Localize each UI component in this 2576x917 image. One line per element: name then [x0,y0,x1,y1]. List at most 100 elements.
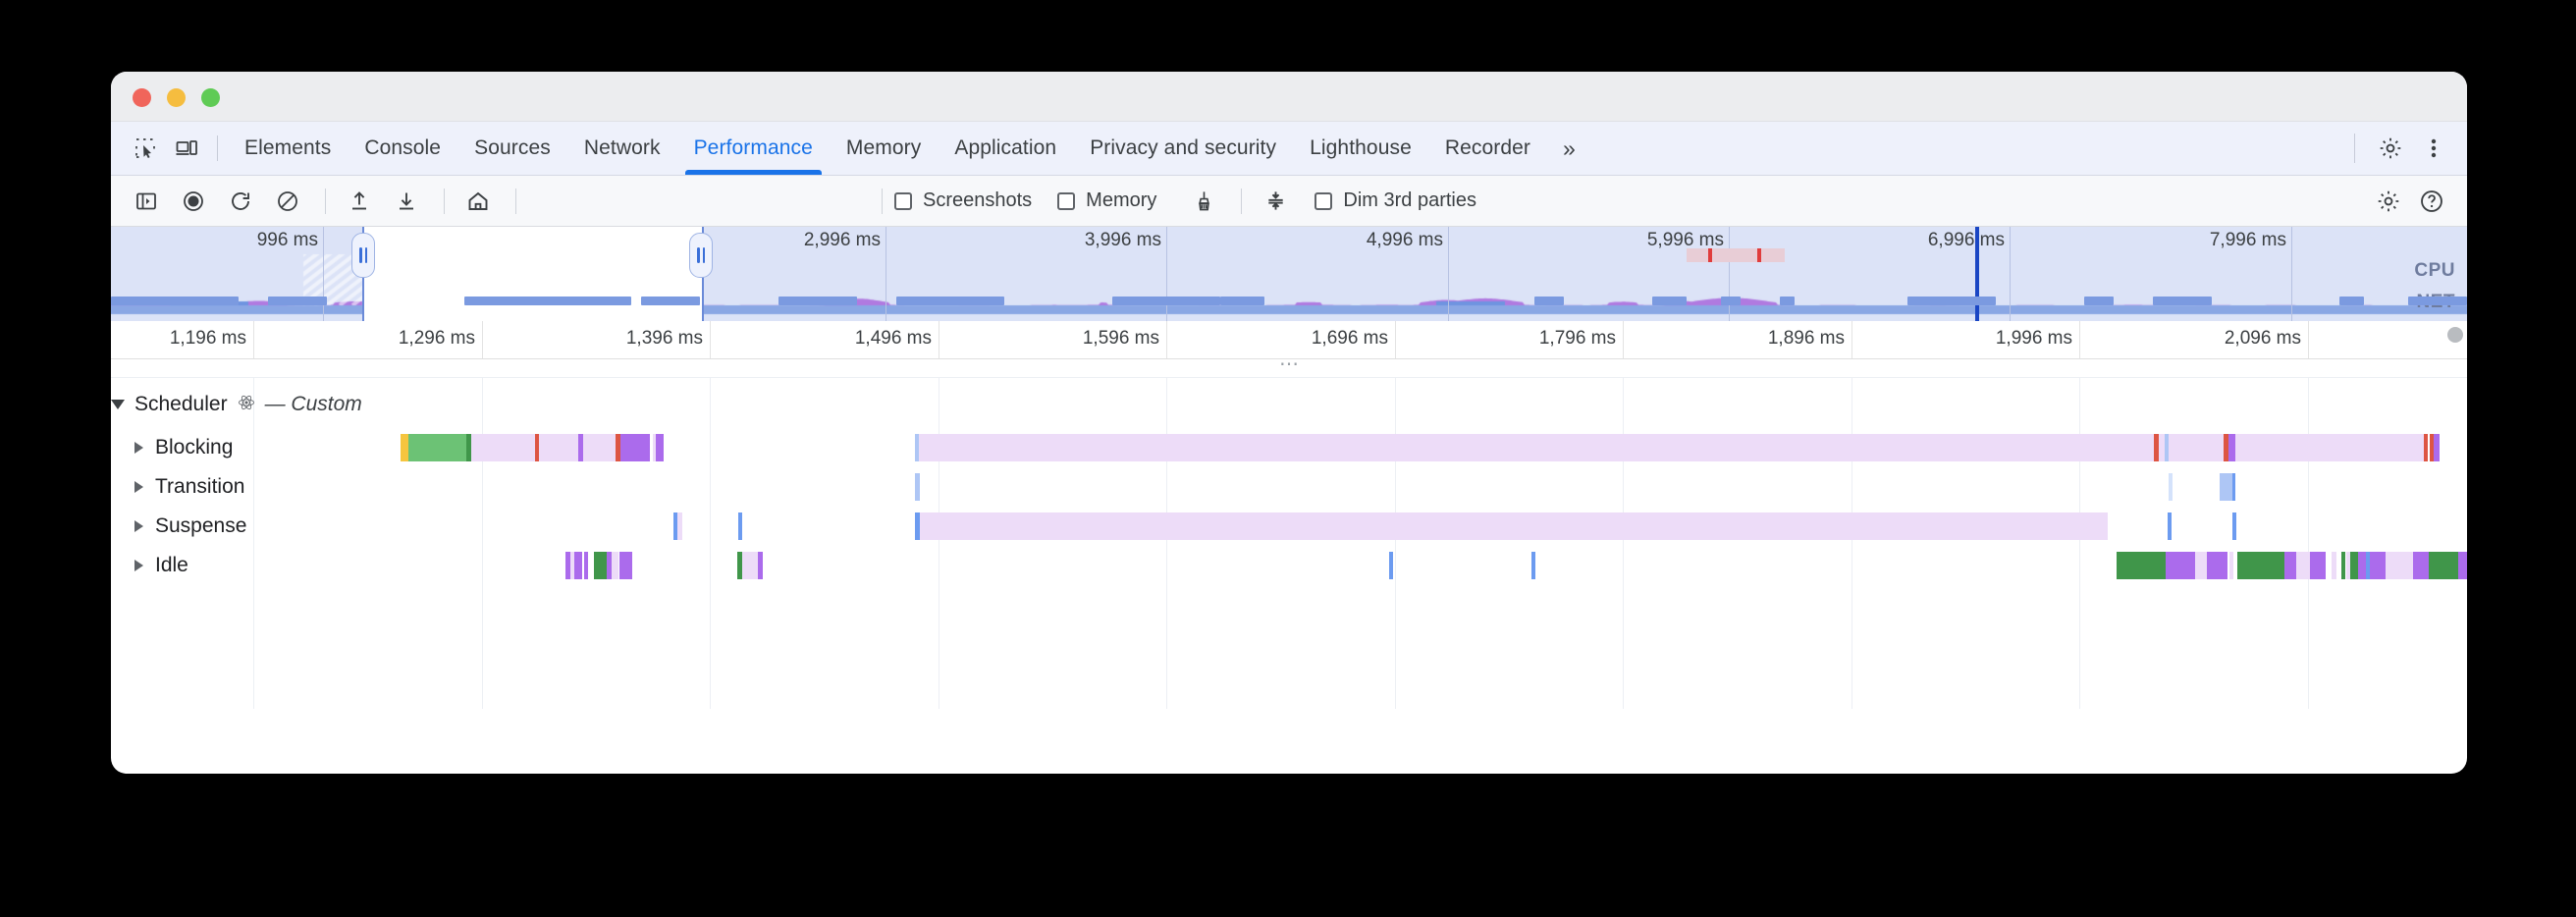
flamechart-event[interactable] [2229,552,2233,579]
kebab-menu-icon[interactable] [2412,127,2455,170]
flamechart-event[interactable] [2220,473,2232,501]
flamechart-event[interactable] [1531,552,1535,579]
track-row-blocking-label[interactable]: Blocking [111,428,233,467]
inspect-element-icon[interactable] [125,129,166,168]
flamechart-event[interactable] [2429,552,2458,579]
tab-performance[interactable]: Performance [677,122,830,175]
flamechart-event[interactable] [408,434,466,461]
flamechart-event[interactable] [2413,552,2429,579]
flamechart-event[interactable] [401,434,408,461]
reload-and-record-icon[interactable] [219,182,262,221]
chevron-right-icon[interactable] [134,560,143,571]
record-icon[interactable] [172,182,215,221]
flamechart-event[interactable] [920,512,2108,540]
flamechart-event[interactable] [742,552,758,579]
flamechart-event[interactable] [578,434,583,461]
flamechart-event[interactable] [570,552,574,579]
track-row-transition-label[interactable]: Transition [111,467,244,507]
flamechart-event[interactable] [673,512,677,540]
flamechart-event[interactable] [2168,512,2172,540]
close-window-button[interactable] [133,88,151,107]
overview-selection-window[interactable] [362,227,704,321]
flamechart-event[interactable] [2430,434,2434,461]
flamechart-event[interactable] [2232,473,2235,501]
overview-left-handle[interactable] [351,233,375,278]
flamechart-event[interactable] [2358,552,2366,579]
timeline-scroll-thumb[interactable] [2447,327,2463,343]
flamechart-event[interactable] [2166,552,2195,579]
help-icon[interactable] [2410,180,2453,223]
network-minimap[interactable] [111,297,2467,305]
flamechart-event[interactable] [738,512,742,540]
flamechart-event[interactable] [535,434,539,461]
tab-recorder[interactable]: Recorder [1428,122,1547,175]
home-icon[interactable] [456,182,500,221]
flamechart-event[interactable] [607,552,612,579]
overview-time-cursor[interactable] [1975,227,1979,321]
flamechart-event[interactable] [653,434,656,461]
flamechart-event[interactable] [2169,434,2224,461]
flamechart-event[interactable] [2284,552,2296,579]
flamechart-event[interactable] [620,434,626,461]
download-profile-icon[interactable] [385,182,428,221]
chevron-right-icon[interactable] [134,520,143,532]
more-tabs-icon[interactable]: » [1547,122,1591,175]
flamechart-event[interactable] [2228,434,2235,461]
flamechart-event[interactable] [616,434,620,461]
flamechart-event[interactable] [594,552,607,579]
flamechart-event[interactable] [2237,552,2284,579]
dim-3rd-parties-checkbox-box[interactable] [1315,191,1333,210]
flamechart-event[interactable] [2366,552,2370,579]
chevron-right-icon[interactable] [134,481,143,493]
flamechart-event[interactable] [2169,473,2173,501]
flamechart-event[interactable] [2370,552,2386,579]
track-row-transition[interactable]: Transition [111,467,2467,507]
tab-lighthouse[interactable]: Lighthouse [1293,122,1428,175]
track-row-idle-label[interactable]: Idle [111,546,188,585]
track-row-suspense[interactable]: Suspense [111,507,2467,546]
flamechart-event[interactable] [2224,434,2228,461]
track-row-blocking[interactable]: Blocking [111,428,2467,467]
track-group-scheduler[interactable]: Scheduler — Custom [111,385,2467,424]
track-group-scheduler-label[interactable]: Scheduler — Custom [111,385,362,424]
flamechart-event[interactable] [619,552,632,579]
upload-profile-icon[interactable] [338,182,381,221]
cpu-throttle-icon[interactable] [1254,182,1297,221]
garbage-collect-icon[interactable] [1182,182,1225,221]
tab-elements[interactable]: Elements [228,122,348,175]
dim-3rd-parties-checkbox[interactable]: Dim 3rd parties [1315,189,1476,212]
screenshots-checkbox[interactable]: Screenshots [894,189,1032,212]
tab-memory[interactable]: Memory [830,122,938,175]
minimize-window-button[interactable] [167,88,186,107]
tab-privacy-and-security[interactable]: Privacy and security [1073,122,1293,175]
flamechart-event[interactable] [2235,434,2424,461]
flamechart-event[interactable] [915,512,920,540]
flamechart-event[interactable] [915,473,920,501]
panel-resizer[interactable]: ⋯ [111,354,2467,377]
flamechart-event[interactable] [471,434,535,461]
flamechart-event[interactable] [2159,434,2165,461]
flamechart-event[interactable] [2386,552,2413,579]
flamechart-event[interactable] [2434,434,2440,461]
tab-sources[interactable]: Sources [457,122,567,175]
flamechart-event[interactable] [583,434,616,461]
flamechart-event[interactable] [758,552,763,579]
flamechart-event[interactable] [466,434,471,461]
flamechart-event[interactable] [574,552,582,579]
flamechart-event[interactable] [626,434,650,461]
flamechart-event[interactable] [919,434,2154,461]
flamechart-event[interactable] [2346,552,2350,579]
overview-right-handle[interactable] [689,233,713,278]
flamechart-event[interactable] [2207,552,2227,579]
track-row-suspense-label[interactable]: Suspense [111,507,246,546]
flamechart-event[interactable] [2341,552,2345,579]
chevron-right-icon[interactable] [134,442,143,454]
flamechart-event[interactable] [612,552,618,579]
tab-console[interactable]: Console [348,122,457,175]
flamechart-event[interactable] [737,552,742,579]
flamechart-event[interactable] [2195,552,2207,579]
tab-application[interactable]: Application [938,122,1073,175]
flamechart-event[interactable] [565,552,570,579]
flamechart-event[interactable] [2232,512,2236,540]
